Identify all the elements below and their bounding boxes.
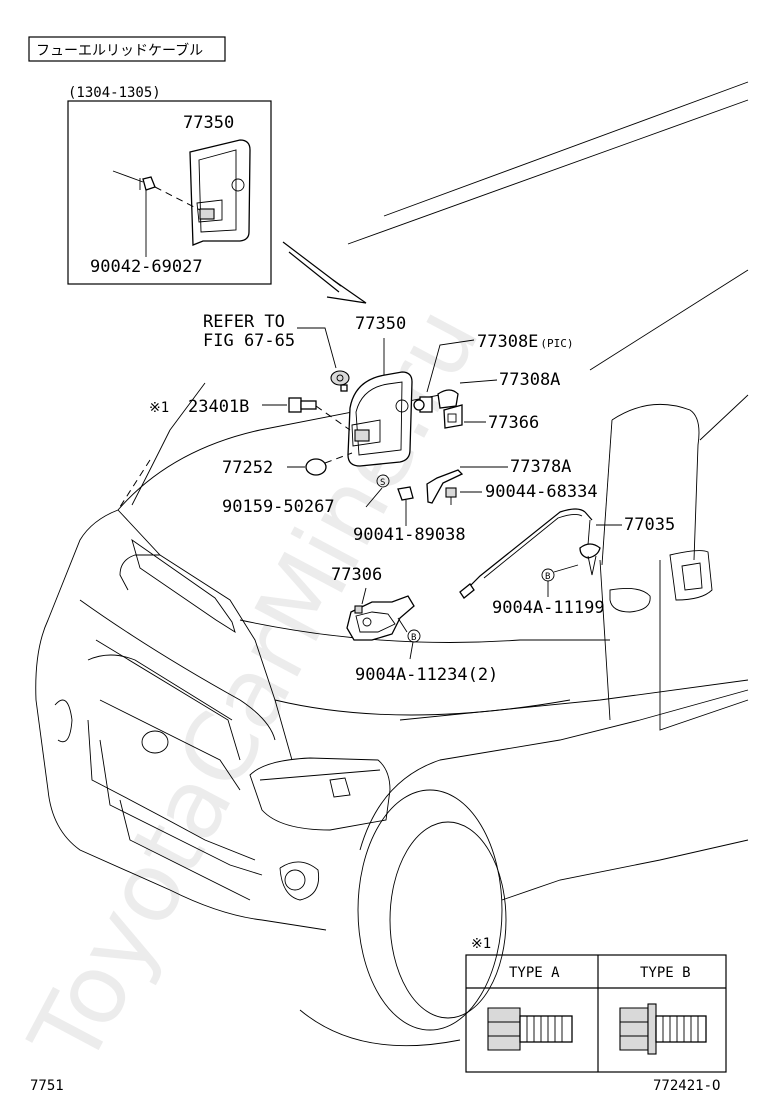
vehicle-outline bbox=[35, 81, 749, 1047]
symbol-b-2-label: B bbox=[411, 633, 416, 643]
part-label-77308a: 77308A bbox=[499, 370, 560, 390]
part-label-77252: 77252 bbox=[222, 458, 273, 478]
part-label-9004a-11234: 9004A-11234(2) bbox=[355, 665, 498, 685]
symbol-s bbox=[376, 474, 390, 488]
part-label-77306: 77306 bbox=[331, 565, 382, 585]
type-b-label: TYPE B bbox=[640, 965, 691, 981]
inset-clip bbox=[112, 170, 156, 191]
type-a-bolt-icon bbox=[487, 1007, 573, 1051]
part-77306-lock-assembly bbox=[346, 595, 415, 641]
inset-pointer-arrow bbox=[282, 241, 367, 304]
symbol-s-label: S bbox=[380, 478, 385, 488]
type-a-label: TYPE A bbox=[509, 965, 560, 981]
inset-part-77350: 77350 bbox=[183, 113, 234, 133]
part-label-77378a: 77378A bbox=[510, 457, 571, 477]
part-label-90041: 90041-89038 bbox=[353, 525, 466, 545]
page-title: フューエルリッドケーブル bbox=[36, 42, 203, 59]
part-77252-seal bbox=[305, 458, 327, 476]
part-grommet bbox=[330, 370, 350, 392]
symbol-b-1-label: B bbox=[545, 572, 550, 582]
part-77035-cable bbox=[459, 508, 601, 599]
inset-part-90042: 90042-69027 bbox=[90, 257, 203, 277]
part-77366-bracket bbox=[443, 404, 463, 429]
type-table-note-mark: ※1 bbox=[471, 936, 491, 952]
part-label-77350: 77350 bbox=[355, 314, 406, 334]
inset-fuel-lid-housing bbox=[189, 139, 251, 246]
part-label-9004a-11199: 9004A-11199 bbox=[492, 598, 605, 618]
part-label-90159: 90159-50267 bbox=[222, 497, 335, 517]
inset-box bbox=[67, 100, 272, 285]
part-label-23401b: 23401B bbox=[188, 397, 249, 417]
part-77308a-cap bbox=[437, 389, 459, 409]
part-label-90044: 90044-68334 bbox=[485, 482, 598, 502]
part-23401b-bolt bbox=[288, 397, 317, 413]
footer-right-code: 772421-O bbox=[653, 1078, 720, 1094]
part-label-77308e: 77308E(PIC) bbox=[477, 332, 574, 352]
part-77308e-lock bbox=[413, 396, 433, 413]
footer-left-code: 7751 bbox=[30, 1078, 64, 1094]
part-77378a-lever bbox=[426, 469, 464, 504]
refer-to-line2: FIG 67-65 bbox=[203, 331, 295, 351]
part-label-77035: 77035 bbox=[624, 515, 675, 535]
type-table bbox=[465, 954, 727, 1073]
inset-date-range: (1304-1305) bbox=[68, 85, 161, 101]
symbol-b-2 bbox=[407, 629, 421, 643]
note-mark-1: ※1 bbox=[149, 400, 169, 416]
type-b-bolt-icon bbox=[619, 1003, 707, 1055]
part-label-77366: 77366 bbox=[488, 413, 539, 433]
part-90044-screw bbox=[445, 487, 457, 505]
title-box bbox=[28, 36, 226, 62]
part-90041-clip bbox=[397, 486, 414, 501]
part-77350-fuel-lid-housing bbox=[347, 371, 413, 467]
refer-to-line1: REFER TO bbox=[203, 312, 285, 332]
